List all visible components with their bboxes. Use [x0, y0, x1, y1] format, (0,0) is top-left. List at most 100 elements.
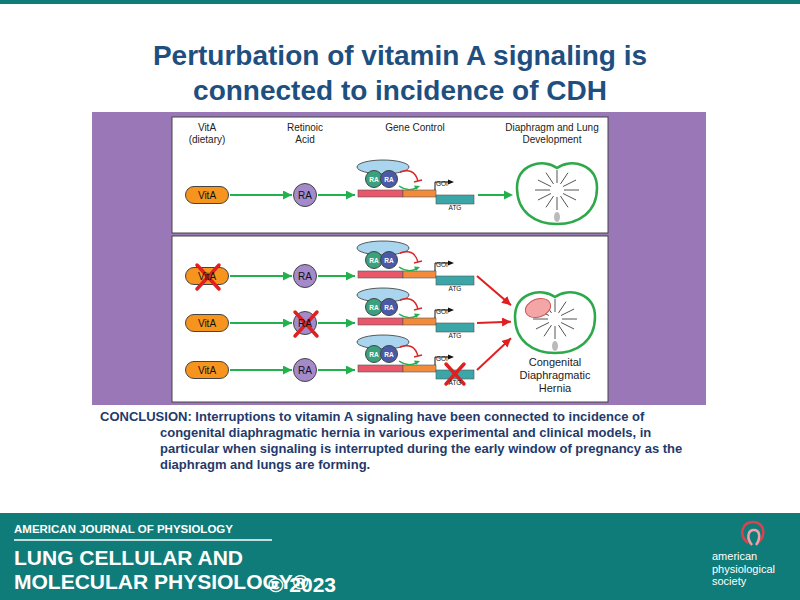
retinoic-acid-circle: RA [293, 311, 317, 335]
vitamin-a-pill: VitA [185, 361, 229, 379]
inhibition-arc [400, 171, 418, 181]
title: Perturbation of vitamin A signaling is c… [110, 38, 690, 108]
start-codon-label: ATG [449, 285, 462, 292]
node-label: VitA [198, 365, 216, 376]
node-label: VitA [198, 271, 216, 282]
coding-region [436, 276, 474, 285]
muscle-fibre [562, 319, 577, 320]
response-element [358, 190, 403, 197]
receptor-circle: RA [380, 345, 398, 363]
promoter [403, 318, 436, 325]
muscle-fibre [557, 197, 558, 210]
node-label: VitA [198, 190, 216, 201]
society-name: american physiological society [712, 550, 792, 588]
gene-of-interest-label: GOI [436, 355, 448, 362]
gene-of-interest-label: GOI [436, 261, 448, 268]
column-header: Diaphragm and Lung Development [497, 122, 607, 145]
receptor-label: RA [384, 176, 393, 183]
receptor-label: RA [369, 351, 378, 358]
response-element [358, 271, 403, 278]
outcome-label: Congenital Diaphragmatic Hernia [503, 356, 607, 395]
x-stroke [197, 265, 219, 289]
signal-arrow [230, 369, 292, 371]
diaphragm-normal [517, 163, 597, 224]
logo-swirl [742, 522, 763, 543]
muscle-fibre [563, 180, 576, 187]
receptor-label: RA [384, 351, 393, 358]
muscle-fibre [546, 196, 554, 207]
muscle-fibre [561, 196, 569, 207]
gene-construct: RARAGOIATG [356, 334, 476, 380]
inhibition-bar [414, 180, 422, 182]
inhibition-bar [414, 308, 422, 310]
conclusion-caption: CONCLUSION: Interruptions to vitamin A s… [100, 409, 710, 473]
muscle-fibre [533, 319, 548, 320]
receptor-label: RA [384, 257, 393, 264]
retinoic-acid-circle: RA [293, 358, 317, 382]
footer-rule [14, 539, 272, 541]
promoter [403, 190, 436, 197]
receptor-label: RA [369, 176, 378, 183]
transcription-head [448, 180, 454, 185]
footer-band [0, 513, 800, 600]
signal-arrow [318, 275, 355, 277]
text-holder: GOI [436, 253, 466, 271]
receptor-circle: RA [380, 251, 398, 269]
muscle-fibre [538, 194, 551, 201]
inhibition-arc [400, 252, 418, 262]
copyright: © 2023 [268, 573, 358, 597]
activation-head [414, 361, 420, 366]
start-codon-label: ATG [449, 379, 462, 386]
column-header: VitA (dietary) [180, 122, 234, 145]
x-stroke [295, 312, 317, 336]
node-label: RA [298, 190, 312, 201]
promoter [403, 365, 436, 372]
activation-arc [399, 361, 416, 365]
muscle-fibre [555, 299, 556, 312]
aortic-opening [554, 212, 560, 222]
activation-head [414, 186, 420, 191]
diaphragm-outline [515, 292, 595, 353]
hernia-diaphragm: Congenital Diaphragmatic Hernia [503, 287, 607, 399]
gene-of-interest-label: GOI [436, 180, 448, 187]
muscle-fibre [546, 173, 554, 184]
purple-panel [92, 112, 706, 405]
text-holder: GOI [436, 347, 466, 365]
hernia-defect [523, 295, 554, 321]
inhibition-bar [414, 355, 422, 357]
muscle-fibre [555, 326, 556, 339]
arrow-head [504, 191, 513, 200]
activation-arc [399, 267, 416, 271]
muscle-fibre [538, 180, 551, 187]
text-holder: ATG [436, 277, 474, 295]
gene-of-interest-label: GOI [436, 308, 448, 315]
muscle-fibre [544, 325, 552, 336]
perturbation-arrow [477, 322, 511, 323]
vitamin-a-pill: VitA [185, 186, 229, 204]
muscle-fibre [557, 170, 558, 183]
journal-name: AMERICAN JOURNAL OF PHYSIOLOGY [14, 523, 314, 536]
column-header: Retinoic Acid [280, 122, 330, 145]
node-label: RA [298, 365, 312, 376]
transcription-head [448, 355, 454, 360]
text-holder: GOI [436, 300, 466, 318]
inhibition-bar [414, 261, 422, 263]
perturbation-arrow [477, 276, 511, 305]
signal-arrow [318, 194, 355, 196]
muscle-fibre [535, 190, 550, 191]
perturbation-arrow [477, 338, 511, 370]
muscle-fibre [563, 194, 576, 201]
receptor-circle: RA [380, 170, 398, 188]
response-element [358, 318, 403, 325]
inhibition-arc [400, 346, 418, 356]
transcription-head [448, 261, 454, 266]
promoter [403, 271, 436, 278]
text-holder: ATG [436, 196, 474, 214]
x-stroke [197, 265, 219, 289]
signal-arrow [318, 369, 355, 371]
gene-construct: RARAGOIATG [356, 287, 476, 333]
coding-region [436, 195, 474, 204]
arrow-line [478, 194, 506, 196]
diaphragm-drawing [517, 163, 597, 224]
